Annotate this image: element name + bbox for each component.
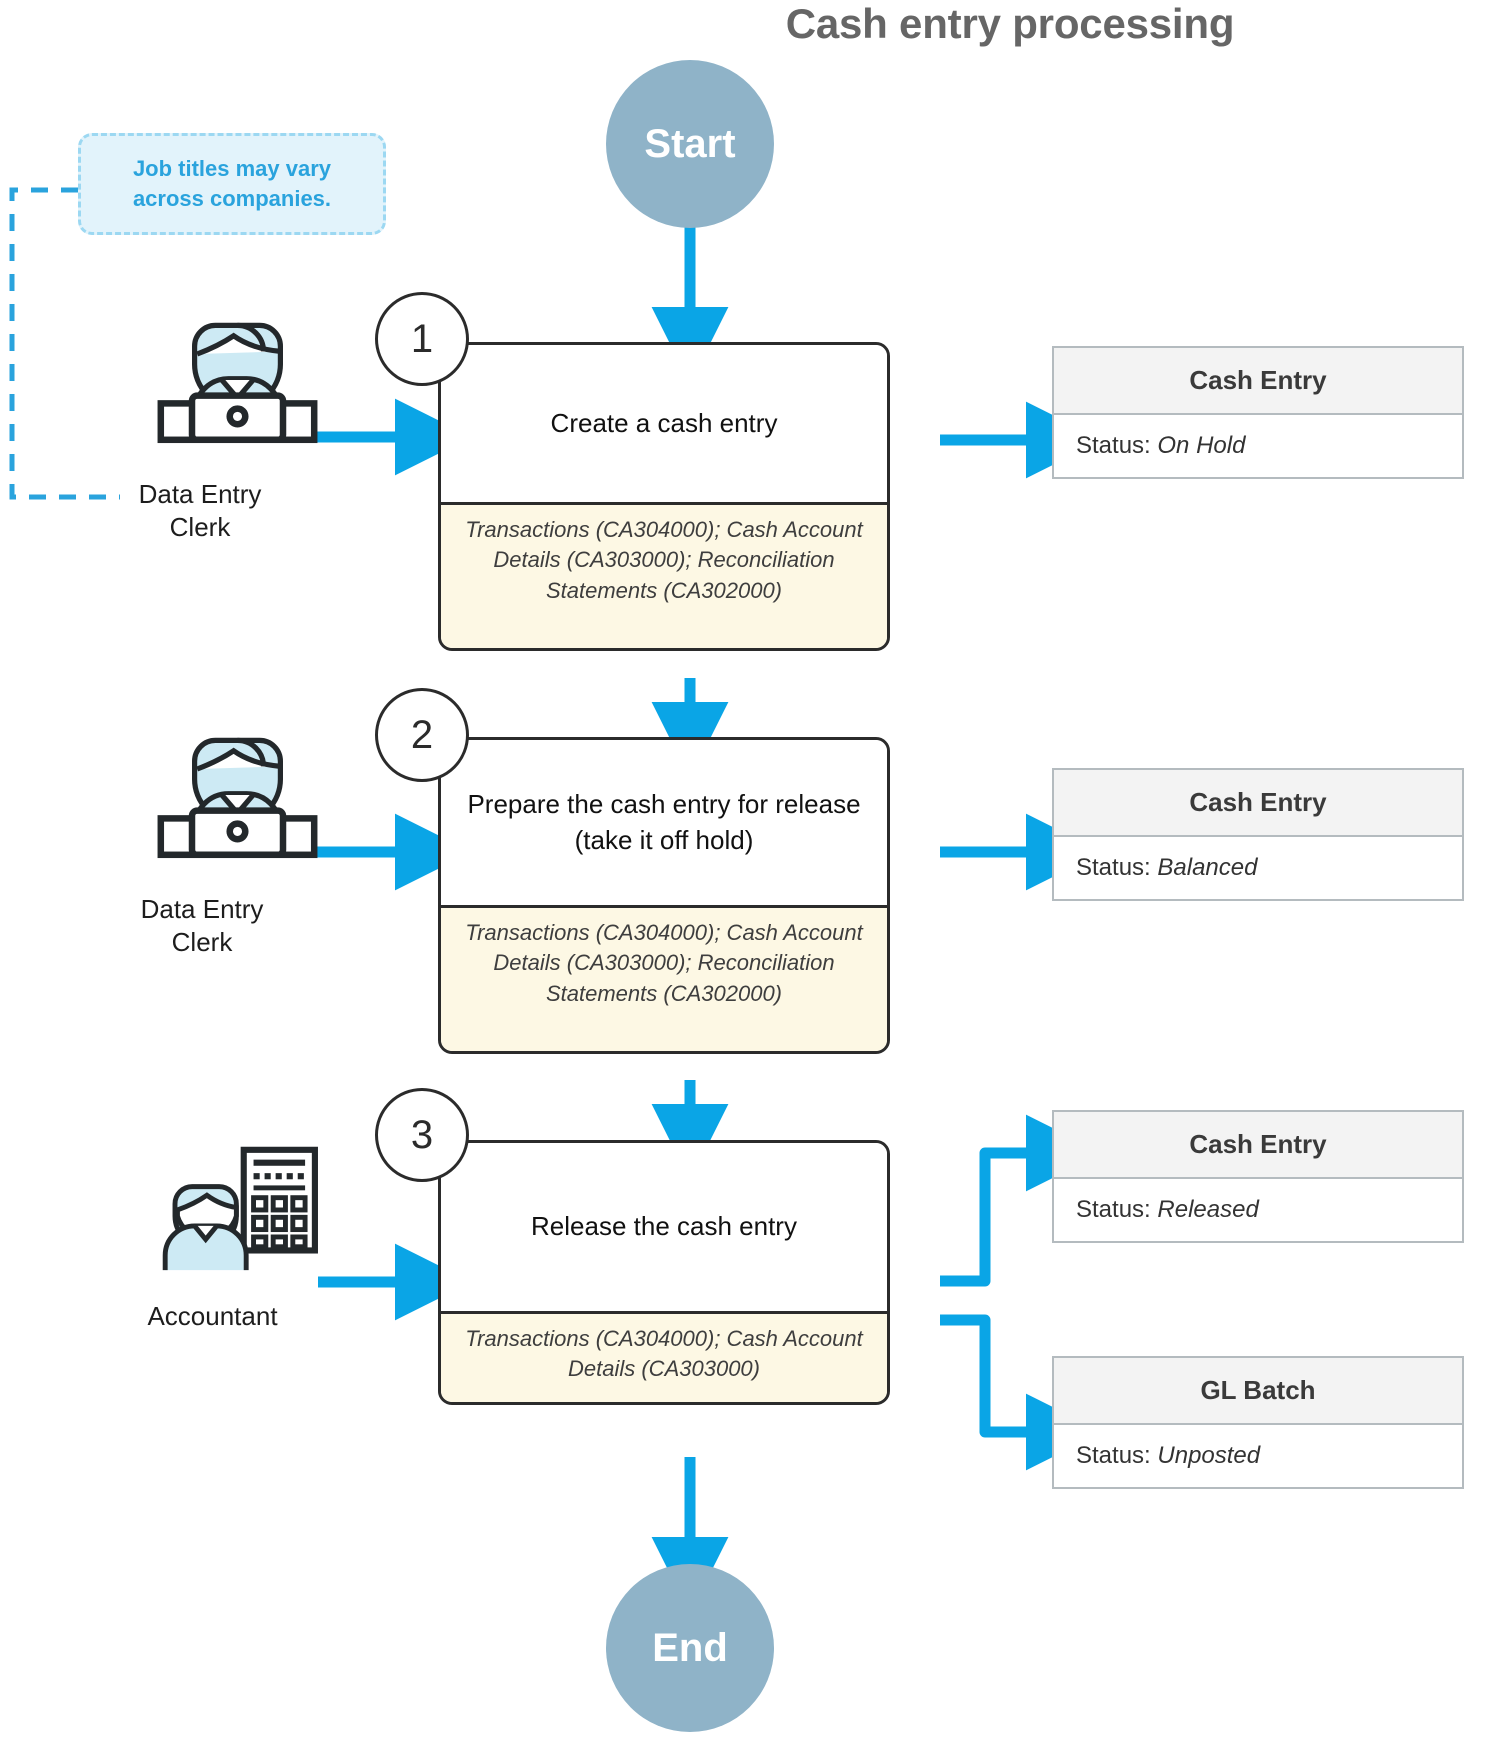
step-box-2[interactable]: Prepare the cash entry for release (take… (438, 737, 890, 1054)
start-terminator: Start (606, 60, 774, 228)
arrow-step3-to-glbatch (940, 1314, 1103, 1471)
step-box-1[interactable]: Create a cash entry Transactions (CA3040… (438, 342, 890, 651)
entity-title-4: GL Batch (1054, 1358, 1462, 1425)
person-at-laptop-icon (157, 737, 318, 859)
entity-status-value-4: Unposted (1157, 1442, 1261, 1469)
entity-box-cash-entry-2[interactable]: Cash Entry Status: Balanced (1052, 768, 1464, 901)
step-screens-1: Transactions (CA304000); Cash Account De… (441, 502, 887, 648)
arrow-step3-to-cashentry (940, 1114, 1103, 1287)
end-terminator: End (606, 1564, 774, 1732)
entity-status-label-4: Status: (1076, 1442, 1151, 1469)
step-screens-3: Transactions (CA304000); Cash Account De… (441, 1311, 887, 1402)
entity-status-1: Status: On Hold (1054, 415, 1462, 477)
step-screens-2: Transactions (CA304000); Cash Account De… (441, 905, 887, 1051)
entity-title-2: Cash Entry (1054, 770, 1462, 837)
person-with-calculator-icon (162, 1146, 318, 1271)
callout-leader-line (9, 187, 120, 500)
entity-status-label-2: Status: (1076, 854, 1151, 881)
step-number-3: 3 (375, 1088, 469, 1182)
entity-status-value-1: On Hold (1157, 432, 1246, 459)
step-action-1: Create a cash entry (441, 345, 887, 502)
entity-box-cash-entry-3[interactable]: Cash Entry Status: Released (1052, 1110, 1464, 1243)
role-label-3: Accountant (147, 1301, 278, 1331)
step-action-3: Release the cash entry (441, 1143, 887, 1311)
entity-title-1: Cash Entry (1054, 348, 1462, 415)
entity-status-3: Status: Released (1054, 1179, 1462, 1241)
role-icon-accountant (150, 1140, 335, 1280)
entity-status-2: Status: Balanced (1054, 837, 1462, 899)
entity-title-3: Cash Entry (1054, 1112, 1462, 1179)
role-icon-data-entry-clerk-2 (140, 730, 335, 865)
callout-note: Job titles may vary across companies. (78, 133, 386, 235)
entity-status-4: Status: Unposted (1054, 1425, 1462, 1487)
entity-status-value-2: Balanced (1157, 854, 1258, 881)
entity-box-cash-entry-1[interactable]: Cash Entry Status: On Hold (1052, 346, 1464, 479)
page-title: Cash entry processing (785, 0, 1235, 47)
entity-status-value-3: Released (1157, 1196, 1259, 1223)
step-number-2: 2 (375, 688, 469, 782)
role-label-2: Data Entry Clerk (140, 894, 264, 958)
person-at-laptop-icon (157, 322, 318, 444)
entity-status-label-1: Status: (1076, 432, 1151, 459)
role-label-1: Data Entry Clerk (138, 479, 262, 543)
entity-box-gl-batch[interactable]: GL Batch Status: Unposted (1052, 1356, 1464, 1489)
step-action-2: Prepare the cash entry for release (take… (441, 740, 887, 905)
entity-status-label-3: Status: (1076, 1196, 1151, 1223)
step-number-1: 1 (375, 292, 469, 386)
role-icon-data-entry-clerk-1 (140, 315, 335, 450)
step-box-3[interactable]: Release the cash entry Transactions (CA3… (438, 1140, 890, 1405)
